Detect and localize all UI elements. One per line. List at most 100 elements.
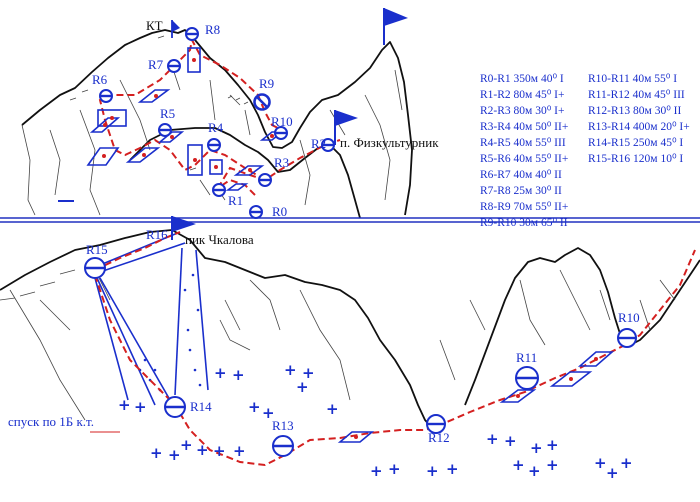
- station-anchor-icon: [167, 59, 181, 73]
- station-anchor-icon: [212, 183, 226, 197]
- legend-line: R4-R5 40м 55⁰ III: [480, 137, 566, 149]
- kt-label: КТ: [146, 18, 163, 33]
- svg-text:+: +: [134, 398, 147, 416]
- svg-text:+: +: [546, 436, 559, 454]
- svg-text:+: +: [388, 460, 401, 478]
- svg-text:+: +: [296, 378, 309, 396]
- svg-text:+: +: [284, 361, 297, 379]
- legend-line: R15-R16 120м 10⁰ I: [588, 153, 683, 165]
- pitch-box: [499, 389, 537, 403]
- peak-chkalov-label: пик Чкалова: [185, 232, 254, 247]
- legend-line: R9-R10 30м 65⁰ II: [480, 217, 568, 229]
- peak-fizkult-label: п. Физкультурник: [340, 135, 439, 150]
- station-anchor-icon: [164, 396, 186, 418]
- pitch-box: [97, 109, 127, 127]
- flag-icon-fizkult: [334, 110, 358, 145]
- station-label-r8: R8: [205, 22, 220, 37]
- lower-ridge-line: [129, 127, 361, 219]
- pitch-box: [137, 89, 171, 103]
- svg-text:+: +: [504, 432, 517, 450]
- svg-text:+: +: [118, 396, 131, 414]
- upper-pitch-boxes: [86, 47, 285, 191]
- station-label-r7: R7: [148, 57, 164, 72]
- svg-text:+: +: [606, 464, 619, 482]
- station-anchors: [84, 27, 637, 457]
- station-anchor-icon: [158, 123, 172, 137]
- legend-line: R13-R14 400м 20⁰ I+: [588, 121, 690, 133]
- no-pass-icon: [253, 93, 271, 111]
- legend-line: R2-R3 80м 30⁰ I+: [480, 105, 565, 117]
- svg-text:+: +: [512, 456, 525, 474]
- pitch-legend: R0-R1 350м 40⁰ I R1-R2 80м 45⁰ I+ R2-R3 …: [480, 73, 690, 229]
- pitch-box: [125, 147, 161, 163]
- station-anchor-icon: [99, 89, 113, 103]
- station-label-r1: R1: [228, 193, 243, 208]
- svg-text:+: +: [168, 446, 181, 464]
- station-label-r5: R5: [160, 106, 175, 121]
- pitch-box: [187, 144, 203, 176]
- lower-face-sketch: [9, 259, 676, 421]
- pitch-box: [187, 47, 201, 73]
- svg-text:+: +: [546, 456, 559, 474]
- pitch-box: [225, 183, 249, 191]
- svg-text:+: +: [213, 442, 226, 460]
- left-rope-sketch: [0, 269, 76, 301]
- legend-line: R6-R7 40м 40⁰ II: [480, 169, 562, 181]
- pitch-box: [89, 117, 121, 133]
- svg-text:+: +: [150, 444, 163, 462]
- scree-marks: ++ ++ ++ ++ ++ ++ ++ ++ ++ ++ ++ ++ ++ +…: [118, 361, 633, 482]
- svg-text:+: +: [302, 364, 315, 382]
- lower-route-dots: [354, 357, 598, 439]
- station-anchor-icon: [185, 27, 199, 41]
- station-anchor-icon: [207, 138, 221, 152]
- legend-line: R0-R1 350м 40⁰ I: [480, 73, 564, 85]
- station-anchor-icon: [515, 366, 539, 390]
- svg-text:+: +: [180, 436, 193, 454]
- station-label-r10: R10: [271, 114, 293, 129]
- station-anchor-icon: [617, 328, 637, 348]
- station-anchor-icon: [321, 138, 335, 152]
- svg-text:+: +: [594, 454, 607, 472]
- upper-dashes: [69, 35, 249, 171]
- svg-text:+: +: [196, 441, 209, 459]
- svg-text:+: +: [248, 398, 261, 416]
- svg-text:+: +: [326, 400, 339, 418]
- top-panel: [21, 8, 413, 219]
- station-anchor-icon: [272, 435, 294, 457]
- legend-line: R3-R4 40м 50⁰ II+: [480, 121, 568, 133]
- upper-route: [98, 37, 341, 196]
- svg-text:+: +: [530, 439, 543, 457]
- right-ridge-line: [464, 247, 700, 406]
- station-label-r0: R0: [272, 204, 287, 219]
- svg-text:+: +: [214, 364, 227, 382]
- svg-text:+: +: [233, 442, 246, 460]
- legend-line: R11-R12 40м 45⁰ III: [588, 89, 685, 101]
- chkalov-ridge-line: [0, 229, 433, 429]
- legend-line: R14-R15 250м 45⁰ I: [588, 137, 683, 149]
- station-label-r4: R4: [208, 120, 224, 135]
- legend-line: R12-R13 80м 30⁰ II: [588, 105, 682, 117]
- descent-label: спуск по 1Б к.т.: [8, 414, 94, 429]
- descent-fan: [94, 231, 209, 406]
- station-anchor-icon: [258, 173, 272, 187]
- svg-text:+: +: [370, 462, 383, 480]
- svg-text:+: +: [620, 454, 633, 472]
- station-label-r12: R12: [428, 430, 450, 445]
- station-label-r10-bottom: R10: [618, 310, 640, 325]
- svg-text:+: +: [426, 462, 439, 480]
- scree-dots: [138, 273, 202, 392]
- text-labels: КТ п. Физкультурник пик Чкалова спуск по…: [8, 18, 640, 445]
- station-label-r13: R13: [272, 418, 294, 433]
- bottom-panel: ++ ++ ++ ++ ++ ++ ++ ++ ++ ++ ++ ++ ++ +…: [0, 216, 700, 482]
- station-label-r16: R16: [146, 227, 168, 242]
- upper-route-dots: [102, 58, 274, 172]
- svg-text:+: +: [232, 366, 245, 384]
- pitch-box: [549, 371, 593, 387]
- station-label-r6: R6: [92, 72, 108, 87]
- pitch-box: [577, 351, 615, 367]
- station-anchor-icon: [426, 414, 446, 434]
- legend-line: R5-R6 40м 55⁰ II+: [480, 153, 568, 165]
- station-label-r3: R3: [274, 155, 289, 170]
- station-label-r2: R2: [311, 136, 326, 151]
